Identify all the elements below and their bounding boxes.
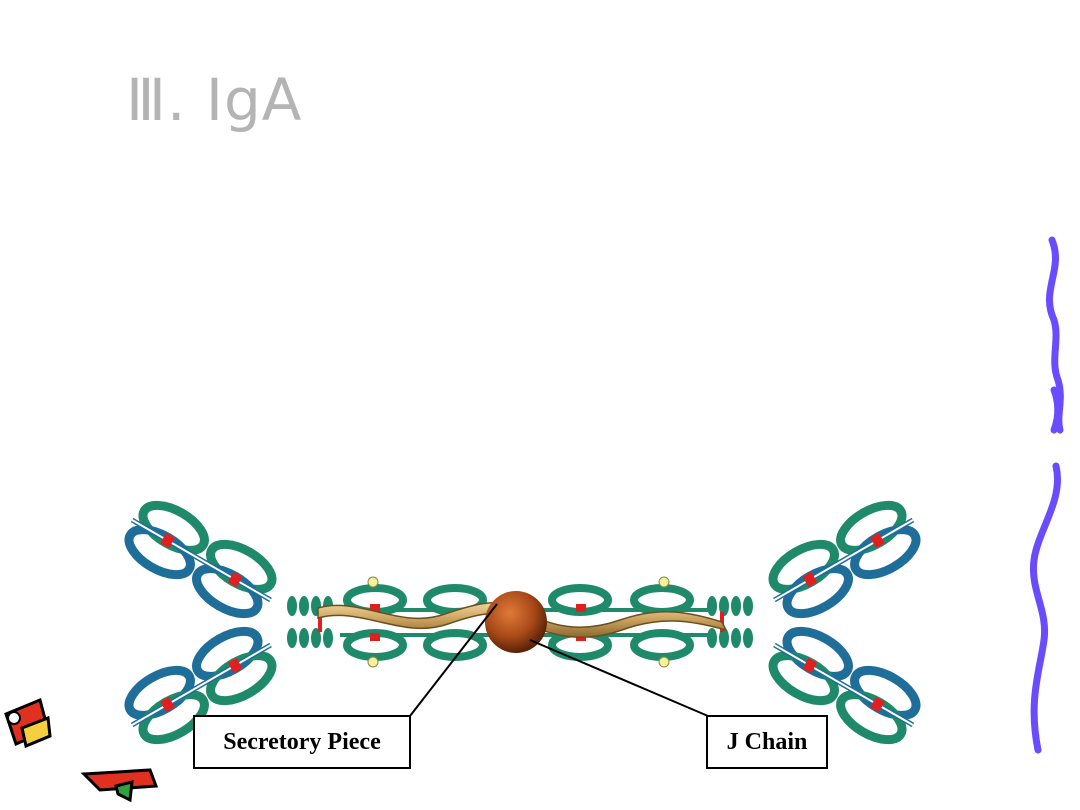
left-upper-fab-arm	[124, 500, 277, 619]
secretory-piece-leader-line	[409, 603, 498, 717]
right-lower-fab-arm	[768, 626, 921, 745]
right-upper-fab-arm	[768, 500, 921, 619]
purple-wavy-decoration	[1029, 236, 1064, 754]
left-lower-fab-arm	[124, 626, 277, 745]
slide-title: Ⅲ. IgA	[126, 66, 303, 134]
pencil-icon	[4, 697, 159, 803]
j-chain-leader-line	[529, 639, 709, 717]
secretory-piece-label: Secretory Piece	[193, 715, 411, 769]
j-chain-sphere	[485, 591, 547, 653]
j-chain-label: J Chain	[706, 715, 828, 769]
carbohydrate-dots	[367, 576, 670, 668]
left-hinge-region	[287, 596, 333, 648]
